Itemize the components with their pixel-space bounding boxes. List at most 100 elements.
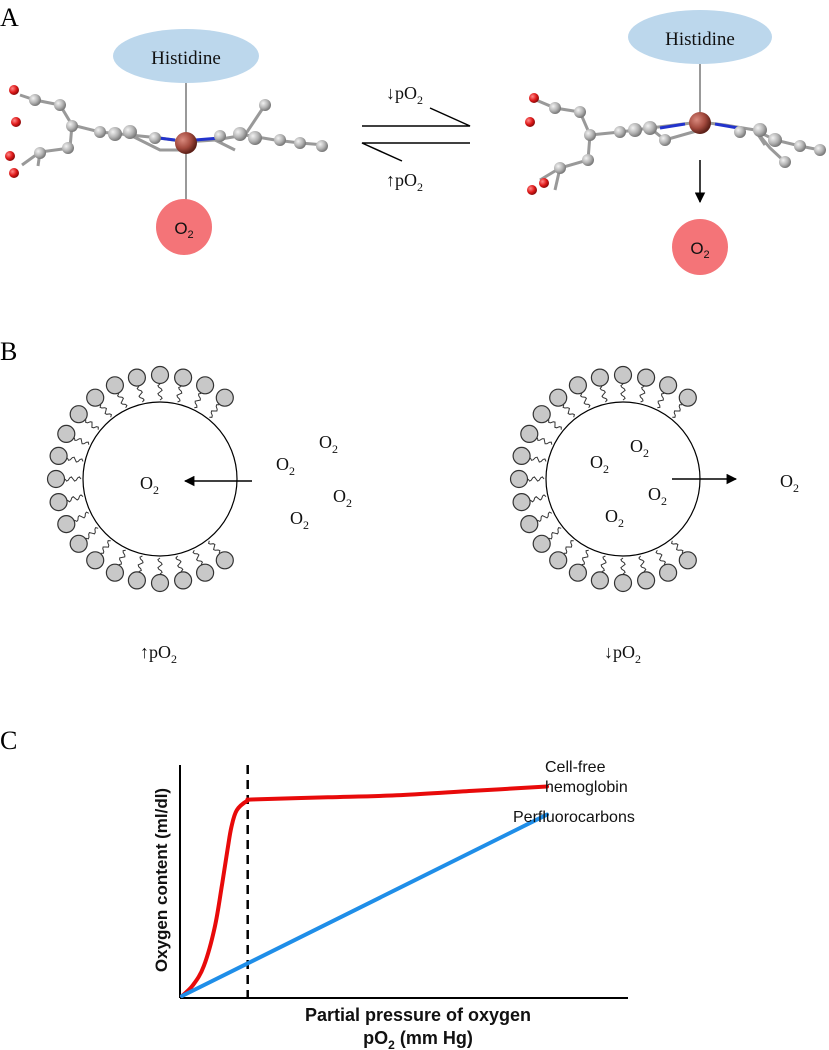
series-label-perfluorocarbons: Perfluorocarbons — [513, 809, 635, 826]
surfactant-tail — [73, 437, 90, 445]
surfactant-head — [196, 563, 215, 582]
series-line-cell-free-hemoglobin — [180, 784, 549, 998]
surfactant-tail — [118, 549, 126, 566]
droplet-core-left — [82, 401, 238, 557]
heme-molecule-right — [525, 93, 826, 195]
x-axis-label-line1: Partial pressure of oxygen — [305, 1005, 531, 1025]
histidine-ellipse-left — [113, 29, 259, 83]
surfactant-tail — [563, 540, 574, 554]
surfactant-head — [678, 551, 697, 570]
surfactant-head — [86, 551, 105, 570]
surfactant-tail — [671, 540, 684, 554]
surfactant-head — [509, 469, 529, 489]
surfactant-head — [105, 563, 125, 582]
histidine-label-right: Histidine — [665, 29, 735, 50]
surfactant-tail — [137, 555, 144, 573]
o2-inside-left: O2 — [140, 473, 159, 497]
surfactant-tail — [529, 456, 547, 463]
surfactant-tail — [157, 557, 163, 575]
surfactant-head — [568, 376, 588, 395]
surfactant-head — [174, 571, 193, 590]
surfactant-head — [512, 493, 531, 512]
surfactant-head — [46, 469, 66, 489]
emulsion-droplet-left: O2 — [46, 365, 252, 593]
surfactant-head — [105, 376, 125, 395]
surfactant-tail — [192, 549, 204, 565]
surfactant-head — [150, 573, 170, 593]
surfactant-tail — [64, 476, 82, 482]
o2-free-3: O2 — [333, 486, 352, 510]
surfactant-tail — [530, 494, 547, 503]
surfactant-tail — [579, 393, 591, 409]
o2-free-4: O2 — [290, 508, 309, 532]
surfactant-tail — [672, 404, 683, 418]
surfactant-tail — [527, 476, 545, 482]
surfactant-head — [590, 368, 610, 387]
surfactant-tail — [655, 549, 667, 565]
surfactant-head — [196, 376, 215, 395]
surfactant-layer-left — [46, 365, 234, 593]
surfactant-tail — [175, 555, 184, 572]
surfactant-tail — [100, 540, 111, 554]
surfactant-head — [613, 573, 633, 593]
heme-oxygenated: Histidine O2 — [5, 29, 328, 255]
surfactant-head — [150, 365, 170, 385]
histidine-label-left: Histidine — [151, 48, 221, 69]
surfactant-tail — [657, 392, 665, 409]
o2-inside-right-1: O2 — [630, 436, 649, 460]
surfactant-tail — [548, 527, 562, 540]
surfactant-tail — [562, 404, 575, 418]
x-axis-label-line2: pO2 (mm Hg) — [363, 1028, 473, 1050]
condition-label-right: ↓pO2 — [604, 642, 641, 666]
series-label-hemoglobin-line2: hemoglobin — [545, 779, 628, 796]
forward-half-arrow — [362, 107, 471, 127]
equilibrium-arrows: ↓pO2 ↑pO2 — [361, 83, 471, 194]
surfactant-head — [590, 571, 610, 590]
panel-a-letter: A — [0, 3, 19, 32]
surfactant-tail — [66, 456, 84, 463]
o2-inside-right-3: O2 — [648, 484, 667, 508]
o2-label-right: O2 — [690, 239, 709, 261]
surfactant-tail — [537, 511, 553, 523]
surfactant-head — [57, 424, 76, 443]
surfactant-head — [512, 446, 531, 465]
surfactant-head — [568, 563, 588, 582]
o2-free-1: O2 — [276, 454, 295, 478]
panel-b-letter: B — [0, 337, 17, 366]
surfactant-tail — [536, 437, 553, 445]
surfactant-tail — [639, 385, 646, 403]
heme-deoxygenated: Histidine O2 — [525, 10, 826, 275]
surfactant-layer-right — [509, 365, 697, 593]
dissociation-chart: Cell-free hemoglobin Perfluorocarbons Ox… — [152, 759, 635, 1050]
o2-inside-right-2: O2 — [590, 452, 609, 476]
surfactant-head — [86, 388, 105, 407]
histidine-ellipse-right — [628, 10, 772, 64]
surfactant-head — [532, 405, 551, 424]
surfactant-tail — [99, 404, 112, 418]
surfactant-tail — [209, 404, 220, 418]
surfactant-tail — [208, 540, 221, 554]
surfactant-head — [69, 534, 88, 553]
surfactant-head — [678, 388, 697, 407]
surfactant-tail — [116, 393, 128, 409]
heme-molecule-left — [5, 85, 328, 178]
surfactant-tail — [85, 419, 99, 430]
surfactant-head — [49, 446, 68, 465]
surfactant-tail — [600, 555, 607, 573]
surfactant-head — [215, 388, 234, 407]
reverse-half-arrow — [361, 142, 470, 162]
o2-circle-right — [672, 219, 728, 275]
free-oxygen-left: O2 O2 O2 O2 — [276, 432, 352, 532]
surfactant-head — [549, 388, 568, 407]
surfactant-tail — [157, 383, 163, 401]
surfactant-tail — [548, 419, 562, 430]
series-line-perfluorocarbons — [180, 812, 549, 998]
surfactant-tail — [620, 383, 626, 401]
surfactant-head — [658, 563, 678, 582]
surfactant-head — [549, 551, 568, 570]
o2-free-2: O2 — [319, 432, 338, 456]
reverse-condition-label: ↑pO2 — [386, 170, 423, 194]
surfactant-head — [520, 424, 539, 443]
surfactant-head — [532, 534, 551, 553]
